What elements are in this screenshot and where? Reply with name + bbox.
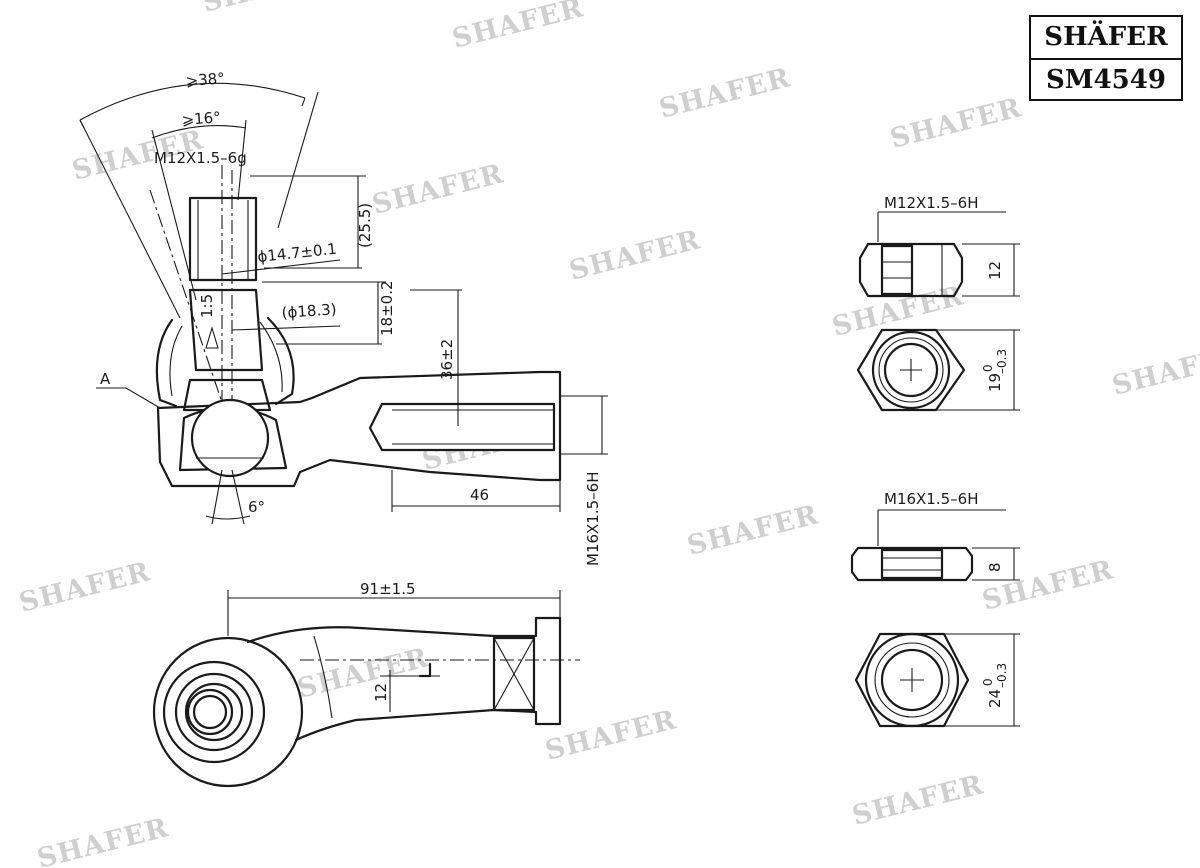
part-number: SM4549 — [1031, 58, 1181, 101]
nut-small-tol-upper: 0 — [981, 364, 995, 372]
nut-m16-front — [854, 632, 970, 728]
watermark: SHAFER — [887, 92, 1025, 155]
nut-small-thread-label: M12X1.5–6H — [884, 194, 978, 212]
angle-arc-outer — [79, 82, 306, 121]
brand-name: SHÄFER — [1044, 22, 1168, 52]
stud-thread-label: M12X1.5–6g — [154, 149, 247, 167]
angle-inner-label: ⩾16° — [181, 108, 221, 129]
brand-title-block: SHÄFER SM4549 — [1029, 15, 1183, 101]
housing-body — [156, 370, 562, 488]
watermark: SHAFER — [369, 158, 507, 221]
nut-large-tol-lower: –0.3 — [995, 663, 1009, 688]
watermark: SHAFER — [849, 769, 987, 832]
nut-m16-side — [850, 546, 974, 582]
stud-taper — [188, 288, 264, 372]
hex-flat — [492, 636, 536, 712]
nut-large-width-label: 24 — [986, 689, 1004, 708]
nut-large-thread-label: M16X1.5–6H — [884, 490, 978, 508]
boot-height-label: 18±0.2 — [378, 280, 396, 336]
watermark: SHAFER — [449, 0, 587, 55]
nut-m16: M16X1.5–6H 8 24 0 –0.3 — [850, 490, 1020, 728]
tie-rod-end-section-view: ⩾38° ⩾16° M12X1.5–6g ϕ14.7±0.1 (ϕ18.3) 1… — [79, 69, 608, 566]
arm — [246, 616, 562, 742]
watermark: SHAFER — [294, 642, 432, 705]
watermark: SHAFER — [1109, 339, 1200, 402]
angle-outer-label: ⩾38° — [185, 69, 225, 90]
nut-m12: M12X1.5–6H 12 19 0 –0.3 — [856, 194, 1020, 412]
nut-small-tol-lower: –0.3 — [995, 349, 1009, 374]
nut-m12-side — [858, 242, 964, 298]
body-height-label: 36±2 — [438, 339, 456, 380]
watermark: SHAFER — [542, 704, 680, 767]
nut-m12-front — [856, 328, 966, 412]
detail-a-label: A — [100, 370, 111, 388]
tie-rod-end-top-view: 91±1.5 12 — [152, 580, 580, 788]
nut-large-tol-upper: 0 — [981, 678, 995, 686]
watermark: SHAFER — [684, 499, 822, 562]
detail-a-leader — [96, 387, 161, 409]
ball-diameter-label: (ϕ18.3) — [281, 300, 337, 322]
stud-length-label: (25.5) — [356, 203, 374, 248]
bore-depth-label: 46 — [470, 486, 489, 504]
watermark: SHAFER — [34, 812, 172, 868]
nut-small-width-label: 19 — [986, 373, 1004, 392]
eye-outer — [152, 636, 304, 788]
taper-label: 1:5 — [198, 294, 216, 318]
angle-arc-inner — [151, 124, 247, 139]
watermark: SHAFER — [16, 556, 154, 619]
nut-large-height-label: 8 — [986, 562, 1004, 572]
bore-thread-label: M16X1.5–6H — [584, 472, 602, 566]
ball — [190, 398, 270, 478]
nut-small-height-label: 12 — [986, 261, 1004, 280]
watermark: SHAFER — [566, 224, 704, 287]
stud-thread — [188, 196, 258, 282]
offset-label: 12 — [372, 683, 390, 702]
overall-length-label: 91±1.5 — [360, 580, 416, 598]
dust-boot — [155, 316, 295, 408]
ball-angle-label: 6° — [248, 498, 265, 516]
watermark: SHAFER — [656, 62, 794, 125]
watermark: SHAFER — [199, 0, 337, 19]
threaded-bore — [368, 402, 556, 452]
